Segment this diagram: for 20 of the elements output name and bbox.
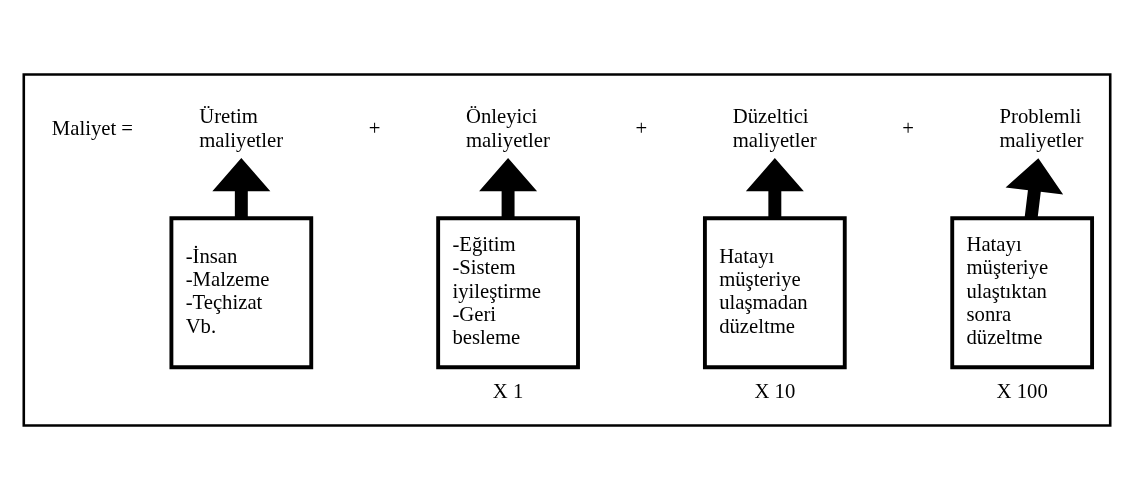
- node-text: Düzeltici maliyetler: [732, 104, 817, 151]
- node-box: Hatayı müşteriye ulaştıktan sonra düzeltme: [950, 215, 1095, 369]
- node-text: Önleyici maliyetler: [466, 104, 550, 151]
- node-text: Üretim maliyetler: [199, 104, 284, 151]
- label: +: [368, 116, 381, 139]
- arrow: [479, 157, 538, 218]
- label: Maliyet =: [51, 116, 134, 139]
- label: +: [635, 116, 648, 139]
- arrow: [212, 157, 271, 218]
- node-label: X 100: [996, 379, 1048, 402]
- node-box: -Eğitim -Sistem iyileştirme -Geri besleme: [436, 215, 580, 369]
- arrow: [1005, 157, 1064, 219]
- label: +: [902, 116, 915, 139]
- node-text: Problemli maliyetler: [999, 104, 1084, 151]
- node-box: Hatayı müşteriye ulaşmadan düzeltme: [702, 215, 847, 369]
- node-label: X 10: [754, 379, 796, 402]
- arrow: [745, 157, 804, 218]
- node-label: X 1: [492, 379, 524, 402]
- node-box: -İnsan -Malzeme -Teçhizat Vb.: [169, 215, 314, 369]
- cluster: [22, 72, 1112, 427]
